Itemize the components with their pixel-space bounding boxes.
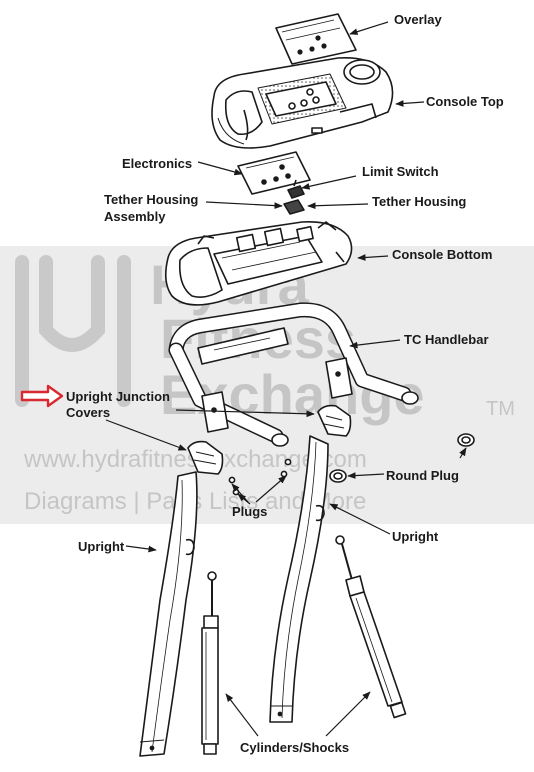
label-overlay: Overlay (394, 12, 442, 27)
label-plugs: Plugs (232, 504, 268, 519)
leader-round-plug (347, 472, 385, 479)
leader-cylinder-right (325, 691, 371, 737)
leader-tether-housing (307, 202, 369, 210)
leader-lines (105, 21, 467, 737)
label-round-plug: Round Plug (386, 468, 459, 483)
label-electronics: Electronics (122, 156, 193, 171)
cylinder-shock-left (201, 571, 219, 755)
electronics-part (237, 151, 311, 195)
label-tc-handlebar: TC Handlebar (404, 332, 489, 347)
cylinder-shock-right (335, 535, 407, 719)
leader-electronics (197, 161, 243, 176)
leader-round-plug-top (459, 447, 467, 459)
highlight-arrow-icon (20, 384, 64, 408)
leader-overlay (349, 21, 389, 35)
leader-plug-1 (237, 493, 251, 505)
leader-tether-housing-assembly (205, 201, 283, 209)
leader-limit-switch (301, 175, 357, 190)
console-bottom-part (164, 220, 353, 306)
label-console-top: Console Top (426, 94, 504, 109)
plugs-part (228, 458, 292, 496)
round-plug-part (329, 433, 475, 483)
leader-upright-right (329, 503, 391, 535)
label-console-bottom: Console Bottom (392, 247, 493, 262)
label-limit-switch: Limit Switch (362, 164, 439, 179)
leader-junction-cover-right (175, 409, 315, 418)
watermark-logo (15, 255, 131, 407)
upright-left-part (139, 471, 198, 757)
label-upright-junction-covers-line2: Covers (66, 405, 111, 420)
label-cylinders-shocks: Cylinders/Shocks (240, 740, 350, 755)
overlay-part (275, 13, 357, 65)
limit-switch-part (287, 179, 305, 199)
leader-plug-2 (255, 475, 287, 503)
leader-tc-handlebar (349, 339, 401, 349)
leader-cylinder-left (225, 693, 259, 737)
upright-junction-cover-left (187, 440, 224, 475)
watermark-trademark: TM (486, 398, 515, 420)
watermark-band (0, 246, 534, 524)
upright-right-part (269, 435, 329, 723)
label-upright-left: Upright (78, 539, 125, 554)
label-upright-junction-covers-line1: Upright Junction (66, 389, 170, 404)
label-tether-housing-assembly-line2: Assembly (104, 209, 166, 224)
upright-junction-cover-right (317, 404, 352, 437)
tether-housing-part (283, 199, 305, 215)
leader-junction-cover-left (105, 419, 187, 451)
label-tether-housing-assembly-line1: Tether Housing (104, 192, 199, 207)
leader-console-top (395, 100, 425, 107)
label-tether-housing: Tether Housing (372, 194, 467, 209)
leader-plug-3 (231, 483, 249, 503)
leader-console-bottom (357, 254, 389, 261)
console-top-part (211, 56, 394, 149)
tc-handlebar-part (168, 302, 419, 447)
label-upright-right: Upright (392, 529, 439, 544)
leader-upright-left (125, 545, 157, 553)
